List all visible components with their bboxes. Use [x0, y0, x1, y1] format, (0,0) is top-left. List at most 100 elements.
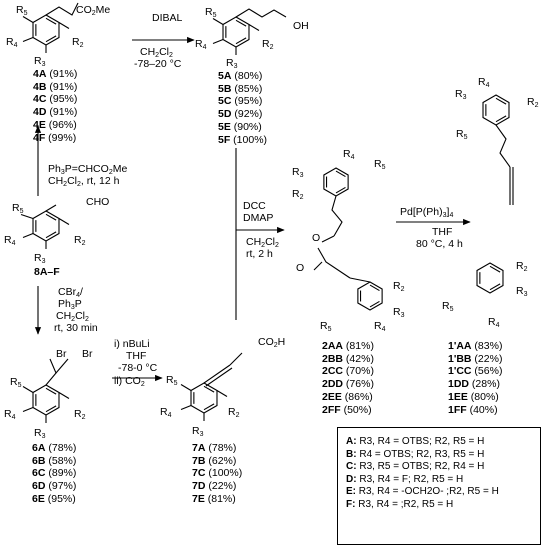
compound-yield: (78%): [45, 442, 77, 454]
yield-entry: 4E (96%): [33, 119, 77, 132]
double-bond: [369, 284, 380, 292]
label-r5: R5: [320, 320, 332, 333]
bond: [22, 232, 34, 239]
compound-id: 5B: [218, 82, 232, 95]
yield-entry: 5E (90%): [218, 121, 267, 134]
compound-yield: (78%): [205, 442, 237, 454]
triple-bond: [349, 277, 371, 283]
label-r4: R4: [160, 406, 172, 419]
reagent-ch2cl2-c: CH2Cl2: [246, 236, 279, 249]
reagent-nbuli: i) nBuLi: [114, 338, 150, 350]
yield-list-4: 4A (91%)4B (91%)4C (95%)4D (91%)4E (96%)…: [33, 68, 77, 144]
reagent-thf: THF: [126, 350, 147, 362]
compound-id: 2AA: [322, 340, 344, 352]
label-r2: R2: [74, 408, 86, 421]
label-r2: R2: [228, 406, 240, 419]
compound-yield: (42%): [343, 352, 374, 365]
legend-text: R3, R4 = -OCH2O- ;R2, R5 = H: [356, 486, 499, 497]
reagent-thf-b: THF: [432, 226, 453, 238]
bond: [216, 390, 228, 397]
bond: [229, 352, 243, 366]
bond: [180, 404, 192, 411]
bond: [22, 386, 34, 393]
reagent-ph3p: Ph3P: [58, 298, 82, 311]
label-r2: R2: [527, 96, 539, 109]
compound-id: 7E: [192, 492, 205, 505]
compound-id: 2EE: [322, 390, 342, 403]
label-r3: R3: [34, 252, 46, 265]
yield-entry: 2BB (42%): [322, 353, 374, 366]
compound-id: 4A: [33, 68, 47, 80]
reagent-dcc: DCC: [243, 200, 266, 212]
benzene-ring: [32, 210, 60, 242]
double-bond: [495, 115, 507, 123]
legend-entry: E: R3, R4 = -OCH2O- ;R2, R5 = H: [346, 486, 499, 498]
double-bond: [45, 387, 57, 395]
double-bond: [203, 385, 215, 393]
legend-entry: D: R3, R4 = F; R2, R5 = H: [346, 474, 463, 486]
label-br: Br: [56, 348, 67, 360]
compound-yield: (90%): [230, 120, 262, 133]
bond: [58, 392, 70, 399]
legend-key: D:: [346, 473, 357, 485]
compound-id: 6C: [32, 467, 46, 480]
label-r4: R4: [478, 76, 490, 89]
bond: [58, 218, 70, 225]
yield-entry: 1FF (40%): [448, 404, 502, 417]
label-o: O: [296, 262, 305, 274]
ester-o: [321, 235, 335, 243]
label-r5: R5: [205, 6, 217, 19]
legend-text: R3, R4 = ;R2, R5 = H: [355, 498, 454, 510]
compound-id: 4B: [33, 80, 47, 93]
yield-entry: 6B (58%): [32, 455, 76, 468]
compound-yield: (86%): [341, 390, 373, 403]
double-bond: [203, 403, 215, 411]
legend-text: R4 = OTBS; R2, R3, R5 = H: [356, 448, 485, 460]
compound-id: 2BB: [322, 352, 344, 365]
compound-yield: (22%): [205, 480, 237, 493]
label-r3: R3: [34, 55, 46, 68]
label-r5: R5: [16, 4, 28, 17]
compound-yield: (99%): [45, 131, 77, 144]
double-bond: [495, 97, 507, 105]
carbonyl-o: [313, 261, 323, 271]
double-bond: [45, 231, 57, 239]
compound-id: 1FF: [448, 403, 467, 416]
compound-yield: (81%): [343, 340, 374, 352]
label-r4: R4: [343, 148, 355, 161]
compound-id: 1'AA: [448, 340, 472, 352]
compound-yield: (22%): [471, 352, 503, 365]
legend-key: E:: [346, 486, 356, 497]
double-bond: [335, 186, 346, 194]
compound-id: 1'BB: [448, 352, 472, 365]
bond: [22, 36, 34, 43]
label-r5: R5: [442, 300, 454, 313]
compound-yield: (89%): [45, 467, 77, 480]
compound-yield: (80%): [231, 70, 263, 82]
yield-entry: 7E (81%): [192, 493, 242, 506]
benzene-ring: [476, 262, 504, 294]
label-br: Br: [82, 348, 93, 360]
yield-entry: 4B (91%): [33, 81, 77, 94]
label-r2: R2: [262, 38, 274, 51]
ene-chain: [495, 124, 511, 168]
compound-yield: (58%): [45, 454, 77, 467]
compound-id: 7C: [192, 467, 206, 480]
label-r4: R4: [4, 234, 16, 247]
compound-id: 2CC: [322, 365, 344, 378]
double-bond: [45, 213, 57, 221]
yield-list-6: 6A (78%)6B (58%)6C (89%)6D (97%)6E (95%): [32, 442, 76, 506]
yield-entry: 4F (99%): [33, 132, 77, 145]
compound-yield: (40%): [466, 403, 498, 416]
benzene-ring: [323, 167, 349, 197]
compound-yield: (91%): [46, 106, 78, 119]
label-r4: R4: [6, 36, 18, 49]
label-r2: R2: [72, 36, 84, 49]
reagent-dcc-time: rt, 2 h: [246, 248, 273, 260]
compound-id: 2DD: [322, 378, 344, 391]
label-r4: R4: [195, 38, 207, 51]
label-r5: R5: [10, 376, 22, 389]
reagent-temp: -78–20 °C: [134, 58, 182, 70]
yield-entry: 2AA (81%): [322, 340, 374, 353]
label-co2h: CO2H: [258, 336, 286, 349]
